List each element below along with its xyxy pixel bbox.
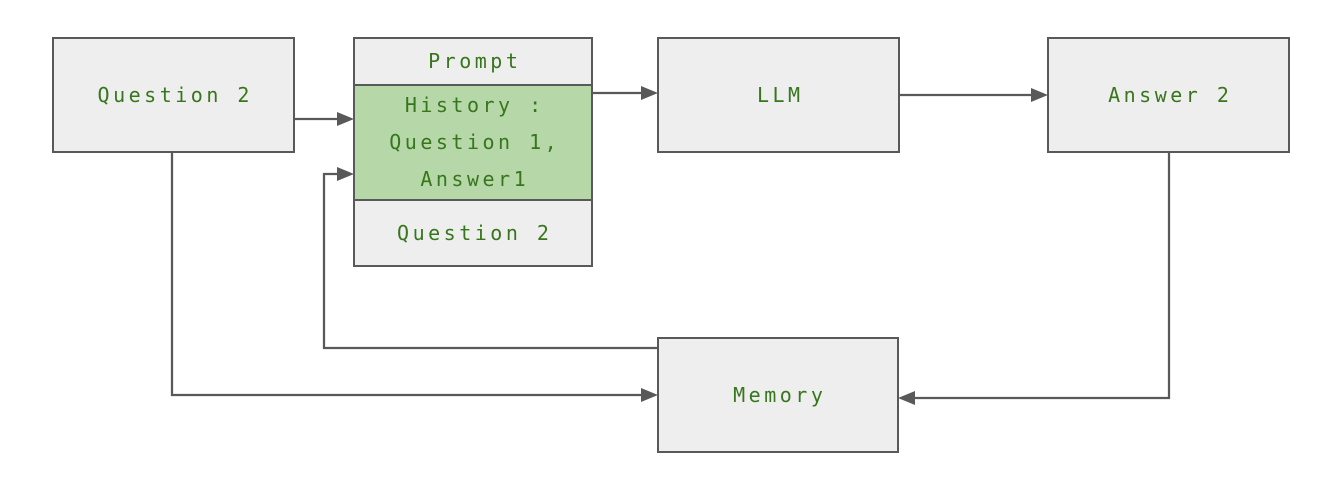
edge-llm-to-answer2-arrowhead xyxy=(1031,88,1048,102)
prompt-title-label: Prompt xyxy=(428,49,522,74)
prompt-question-label: Question 2 xyxy=(397,221,553,245)
node-answer-2: Answer 2 xyxy=(1047,37,1290,153)
node-memory: Memory xyxy=(657,337,899,453)
edge-prompt-to-llm-arrowhead xyxy=(641,86,658,100)
history-line-3: Answer1 xyxy=(420,166,530,191)
edge-memory-to-history-arrowhead xyxy=(337,167,354,181)
prompt-question-cell: Question 2 xyxy=(355,201,591,265)
edge-question2-to-history-arrowhead xyxy=(337,112,354,126)
history-line-1: History : xyxy=(404,92,545,117)
history-line-2: Question 1, xyxy=(389,129,561,154)
edge-answer2-to-memory xyxy=(915,152,1171,400)
node-memory-label: Memory xyxy=(733,383,827,407)
node-prompt-group: Prompt History : Question 1, Answer1 Que… xyxy=(353,37,593,267)
node-question-2-label: Question 2 xyxy=(97,83,253,107)
prompt-header-cell: Prompt xyxy=(355,39,591,86)
edge-answer2-to-memory-arrowhead xyxy=(898,391,915,405)
history-cell: History : Question 1, Answer1 xyxy=(355,85,591,201)
node-llm: LLM xyxy=(657,37,900,153)
node-llm-label: LLM xyxy=(756,83,804,107)
node-answer-2-label: Answer 2 xyxy=(1108,83,1233,107)
node-question-2: Question 2 xyxy=(52,37,295,153)
edge-question2-to-memory-arrowhead xyxy=(641,388,658,402)
